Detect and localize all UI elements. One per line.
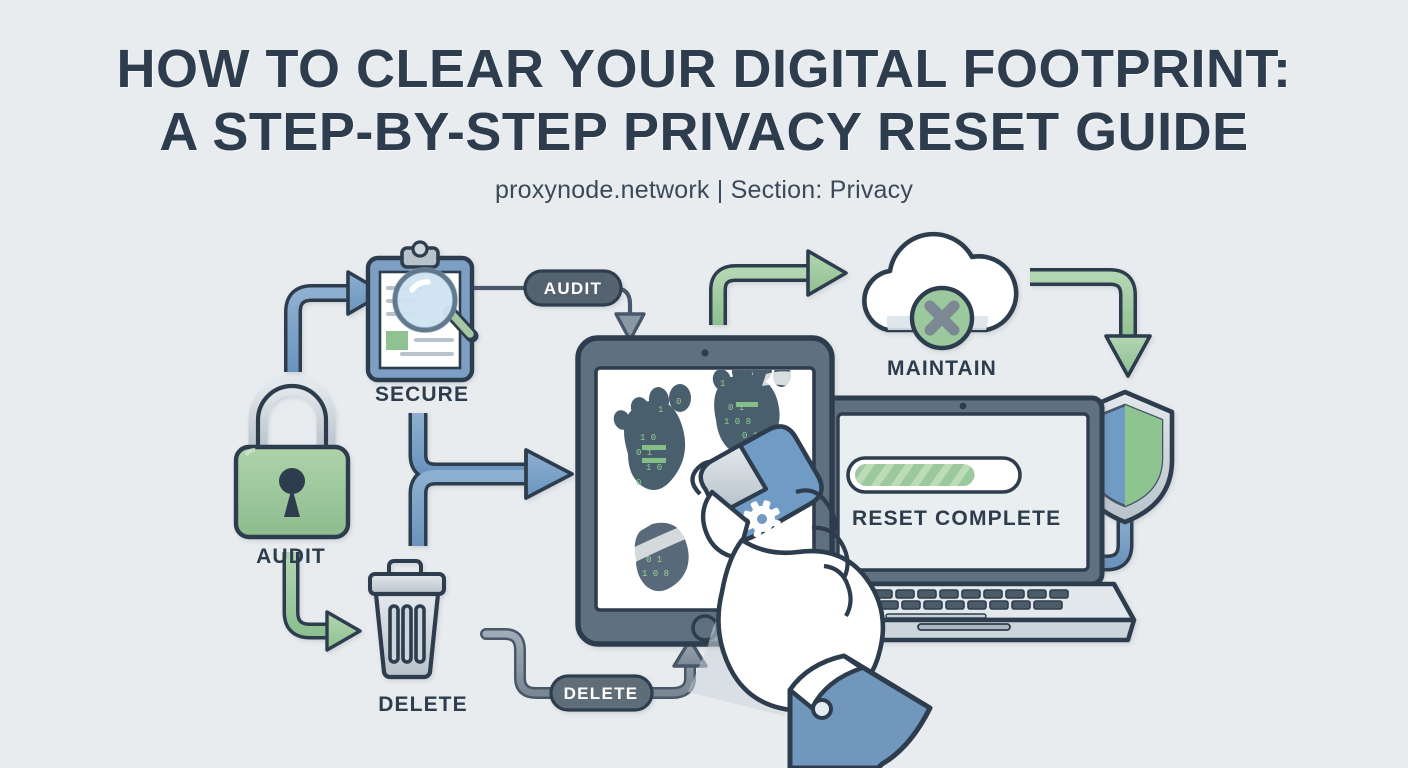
shield-icon [1075, 389, 1175, 525]
connector-cloud-to-shield [1030, 268, 1152, 378]
svg-text:0 1: 0 1 [636, 448, 652, 458]
progress-fill [855, 464, 975, 486]
title-line-2: A Step-by-Step Privacy Reset Guide [159, 102, 1249, 163]
svg-text:1 0 8: 1 0 8 [724, 417, 751, 427]
gear-icon [743, 500, 781, 538]
laptop-status-text: RESET COMPLETE [852, 507, 1061, 530]
trash-can-icon [368, 559, 446, 680]
connector-to-cloud [709, 249, 848, 325]
connector-branch-to-tablet [408, 413, 574, 546]
badge-audit: AUDIT [523, 269, 623, 307]
page-title: How to Clear Your Digital Footprint: A S… [0, 38, 1408, 164]
laptop-reset-complete: RESET COMPLETE [809, 395, 1137, 643]
connector-lock-to-trash [282, 552, 362, 652]
label-delete: DELETE [378, 693, 468, 716]
label-secure: SECURE [374, 383, 470, 406]
page-subtitle: proxynode.network | Section: Privacy [494, 176, 914, 204]
svg-text:0: 0 [636, 478, 641, 488]
cloud-remove-icon [862, 231, 1019, 351]
badge-audit-label: AUDIT [544, 279, 602, 298]
footprint-left: 1 0 0 1 1 0 0 1 0 [613, 384, 691, 490]
svg-text:1: 1 [658, 405, 663, 415]
padlock-icon [233, 376, 351, 540]
connector-clipboard-to-tablet: AUDIT [471, 269, 646, 342]
connector-trash-to-tablet: DELETE [480, 628, 708, 712]
clipboard-search-icon [365, 240, 479, 383]
label-audit: AUDIT [256, 545, 326, 568]
badge-delete: DELETE [549, 674, 654, 712]
svg-text:0 1: 0 1 [646, 555, 662, 565]
svg-text:1 0: 1 0 [646, 463, 662, 473]
svg-text:0: 0 [676, 397, 681, 407]
svg-text:1 0: 1 0 [640, 433, 656, 443]
svg-text:0 1: 0 1 [742, 431, 758, 441]
badge-delete-label: DELETE [564, 684, 639, 703]
svg-text:1: 1 [720, 379, 725, 389]
title-line-1: How to Clear Your Digital Footprint: [116, 39, 1292, 99]
svg-text:1 0 8: 1 0 8 [642, 569, 669, 579]
label-maintain: MAINTAIN [887, 357, 997, 380]
hand-with-eraser [688, 424, 933, 768]
svg-text:0 1: 0 1 [728, 403, 744, 413]
